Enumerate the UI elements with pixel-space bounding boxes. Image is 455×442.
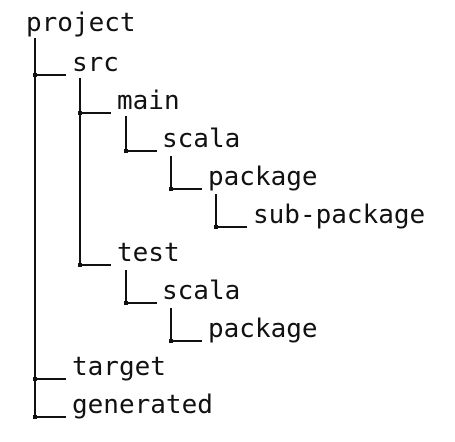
node-sub-package: sub-package xyxy=(253,200,426,230)
elbow-package-main-dot xyxy=(169,187,173,191)
connector-test xyxy=(125,270,127,304)
connector-package-main xyxy=(215,194,217,228)
node-test: test xyxy=(117,238,180,268)
elbow-scala-main xyxy=(125,150,157,152)
elbow-package-test-dot xyxy=(169,339,173,343)
connector-scala-main xyxy=(170,156,172,190)
elbow-src-dot xyxy=(33,73,37,77)
elbow-generated-dot xyxy=(33,415,37,419)
connector-src xyxy=(79,78,81,266)
connector-project xyxy=(34,38,36,418)
elbow-scala-test-dot xyxy=(124,301,128,305)
elbow-package-test xyxy=(170,340,202,342)
elbow-scala-main-dot xyxy=(124,149,128,153)
elbow-main-dot xyxy=(78,111,82,115)
connector-scala-test xyxy=(170,308,172,342)
elbow-test-dot xyxy=(78,263,82,267)
node-target: target xyxy=(72,352,166,382)
node-package-main: package xyxy=(208,162,318,192)
elbow-sub-package-dot xyxy=(214,225,218,229)
elbow-target xyxy=(34,378,66,380)
elbow-sub-package xyxy=(215,226,247,228)
node-src: src xyxy=(72,48,119,78)
elbow-target-dot xyxy=(33,377,37,381)
node-main: main xyxy=(117,86,180,116)
elbow-main xyxy=(79,112,111,114)
elbow-scala-test xyxy=(125,302,157,304)
node-scala-main: scala xyxy=(162,124,241,154)
elbow-generated xyxy=(34,416,66,418)
elbow-src xyxy=(34,74,66,76)
node-generated: generated xyxy=(72,390,213,420)
elbow-test xyxy=(79,264,111,266)
node-package-test: package xyxy=(208,314,318,344)
node-scala-test: scala xyxy=(162,276,241,306)
connector-main xyxy=(125,116,127,152)
node-project: project xyxy=(26,8,136,38)
elbow-package-main xyxy=(170,188,202,190)
